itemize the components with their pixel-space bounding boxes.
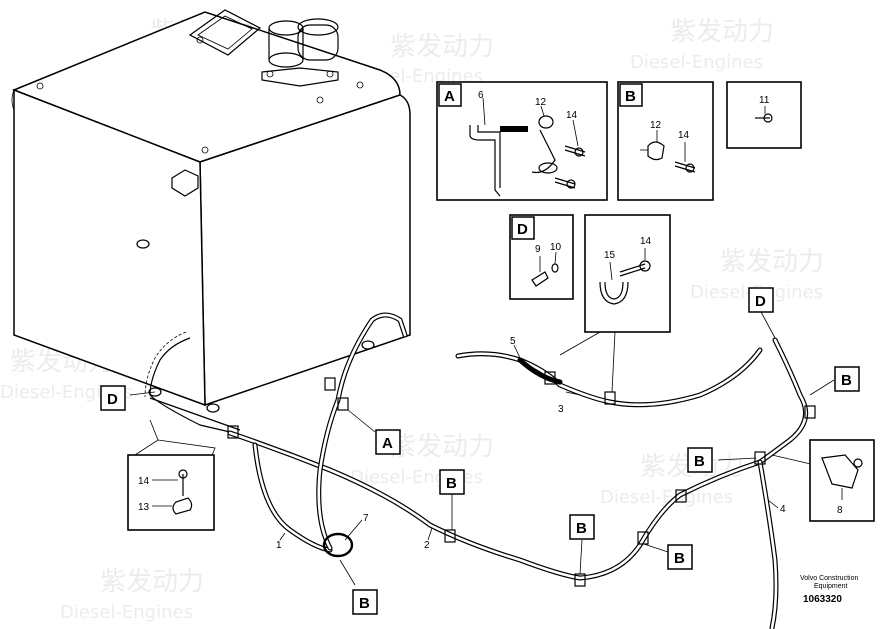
tag-d: D — [107, 391, 118, 408]
part-label: 14 — [678, 130, 690, 141]
detail-b-tag-box — [619, 83, 643, 107]
footer: Volvo Construction Equipment 1063320 — [800, 575, 858, 605]
part-label-4: 4 — [780, 504, 786, 515]
part-label-2: 2 — [424, 540, 430, 551]
detail-a-letter: A — [444, 88, 455, 105]
part-label-7: 7 — [363, 513, 369, 524]
callout-detail-b: B 12 14 — [617, 81, 714, 201]
part-label: 14 — [640, 236, 652, 247]
watermark-cn: 紫发动力 — [100, 567, 204, 597]
tag-b: B — [359, 595, 370, 612]
detail-a-tag-box — [438, 83, 462, 107]
tag-b: B — [576, 520, 587, 537]
tag-b: B — [694, 453, 705, 470]
part-label: 14 — [566, 110, 578, 121]
part-label: 12 — [535, 97, 547, 108]
part-label: 12 — [650, 120, 662, 131]
watermark-en: Diesel-Engines — [0, 382, 133, 403]
watermark-cn: 紫发动力 — [670, 17, 774, 47]
part-label: 15 — [604, 250, 616, 261]
watermark-en: Diesel-Engines — [600, 487, 733, 508]
reference-tags: A B B B B B B D D — [100, 287, 860, 615]
callout-detail-e: 15 14 — [584, 214, 671, 333]
part-label: 8 — [837, 505, 843, 516]
callout-detail-c: 11 — [726, 81, 802, 149]
tag-b: B — [841, 372, 852, 389]
callout-detail-a: A 6 12 14 — [436, 81, 608, 201]
callout-detail-g: 8 — [809, 439, 875, 522]
footer-line1: Volvo Construction — [800, 575, 858, 582]
detail-d-tag-box — [511, 216, 535, 240]
callout-detail-f: 14 13 — [127, 454, 215, 531]
watermark-cn: 紫发动力 — [390, 432, 494, 462]
tag-b: B — [674, 550, 685, 567]
tag-d: D — [755, 293, 766, 310]
document-number: 1063320 — [803, 594, 842, 605]
detail-d-letter: D — [517, 221, 528, 238]
part-label-3: 3 — [558, 404, 564, 415]
main-part-labels: 1 2 3 4 5 7 — [276, 336, 786, 551]
tag-a: A — [382, 435, 393, 452]
watermark-cn: 紫发动力 — [390, 32, 494, 62]
footer-line2: Equipment — [814, 583, 848, 590]
detail-b-letter: B — [625, 88, 636, 105]
part-label: 6 — [478, 90, 484, 101]
part-label: 14 — [138, 476, 150, 487]
leader-lines — [129, 309, 835, 586]
watermark-en: Diesel-Engines — [630, 52, 763, 73]
part-label: 13 — [138, 502, 150, 513]
callout-detail-d: D 9 10 — [509, 214, 574, 300]
hose-routing — [144, 312, 816, 629]
part-label-1: 1 — [276, 540, 282, 551]
watermark-cn: 紫发动力 — [720, 247, 824, 277]
part-label: 10 — [550, 242, 562, 253]
part-label: 11 — [759, 95, 770, 106]
part-label: 9 — [535, 244, 541, 255]
watermark-en: Diesel-Engines — [60, 602, 193, 623]
part-label-5: 5 — [510, 336, 516, 347]
fuel-tank — [11, 9, 411, 413]
tag-b: B — [446, 475, 457, 492]
